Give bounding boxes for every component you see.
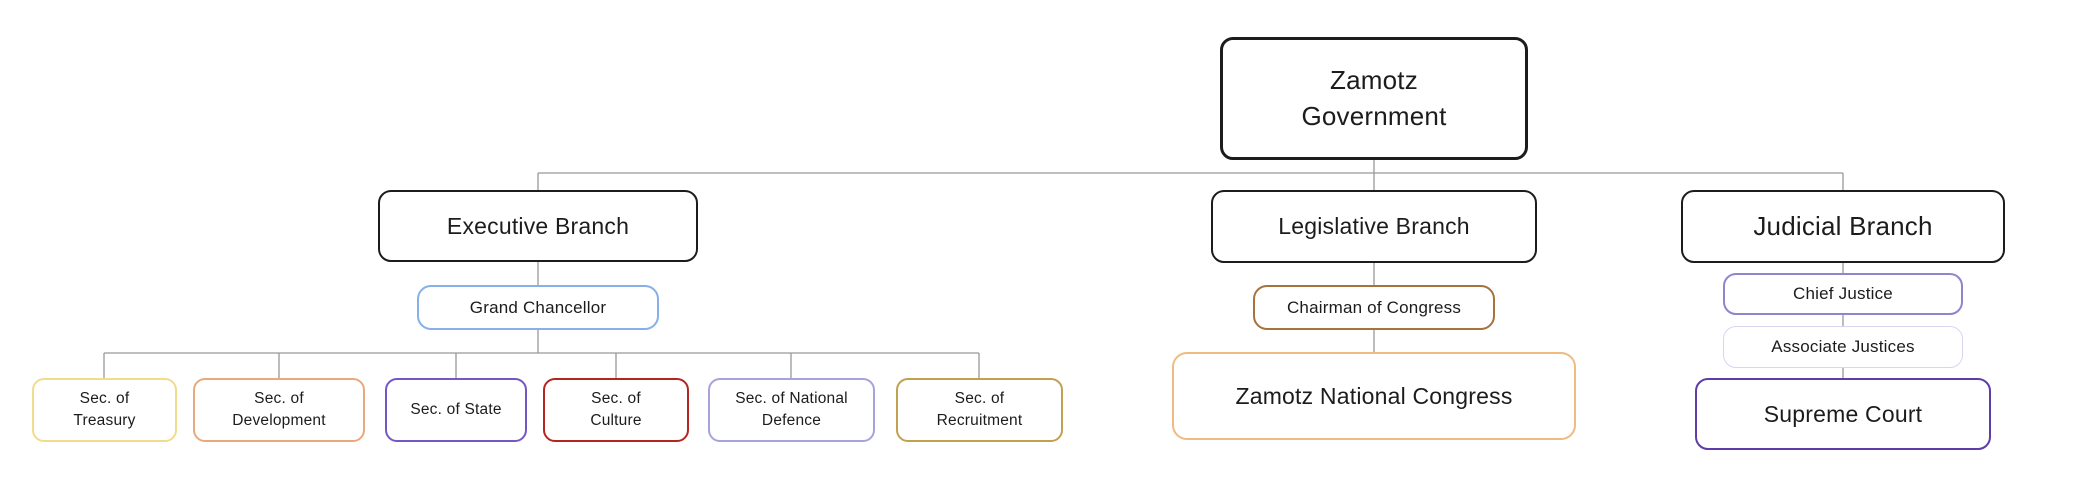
connector-path [103, 160, 1844, 378]
node-chairman-of-congress[interactable]: Chairman of Congress [1253, 285, 1495, 330]
node-supreme-court[interactable]: Supreme Court [1695, 378, 1991, 450]
node-sec-of-treasury[interactable]: Sec. of Treasury [32, 378, 177, 442]
node-sec-of-recruitment[interactable]: Sec. of Recruitment [896, 378, 1063, 442]
node-grand-chancellor[interactable]: Grand Chancellor [417, 285, 659, 330]
node-judicial-branch[interactable]: Judicial Branch [1681, 190, 2005, 263]
node-sec-of-state[interactable]: Sec. of State [385, 378, 527, 442]
node-legislative-branch[interactable]: Legislative Branch [1211, 190, 1537, 263]
node-associate-justices[interactable]: Associate Justices [1723, 326, 1963, 368]
node-sec-of-development[interactable]: Sec. of Development [193, 378, 365, 442]
node-executive-branch[interactable]: Executive Branch [378, 190, 698, 262]
node-sec-of-national-defence[interactable]: Sec. of National Defence [708, 378, 875, 442]
node-sec-of-culture[interactable]: Sec. of Culture [543, 378, 689, 442]
node-zamotz-government[interactable]: Zamotz Government [1220, 37, 1528, 160]
node-zamotz-national-congress[interactable]: Zamotz National Congress [1172, 352, 1576, 440]
node-chief-justice[interactable]: Chief Justice [1723, 273, 1963, 315]
